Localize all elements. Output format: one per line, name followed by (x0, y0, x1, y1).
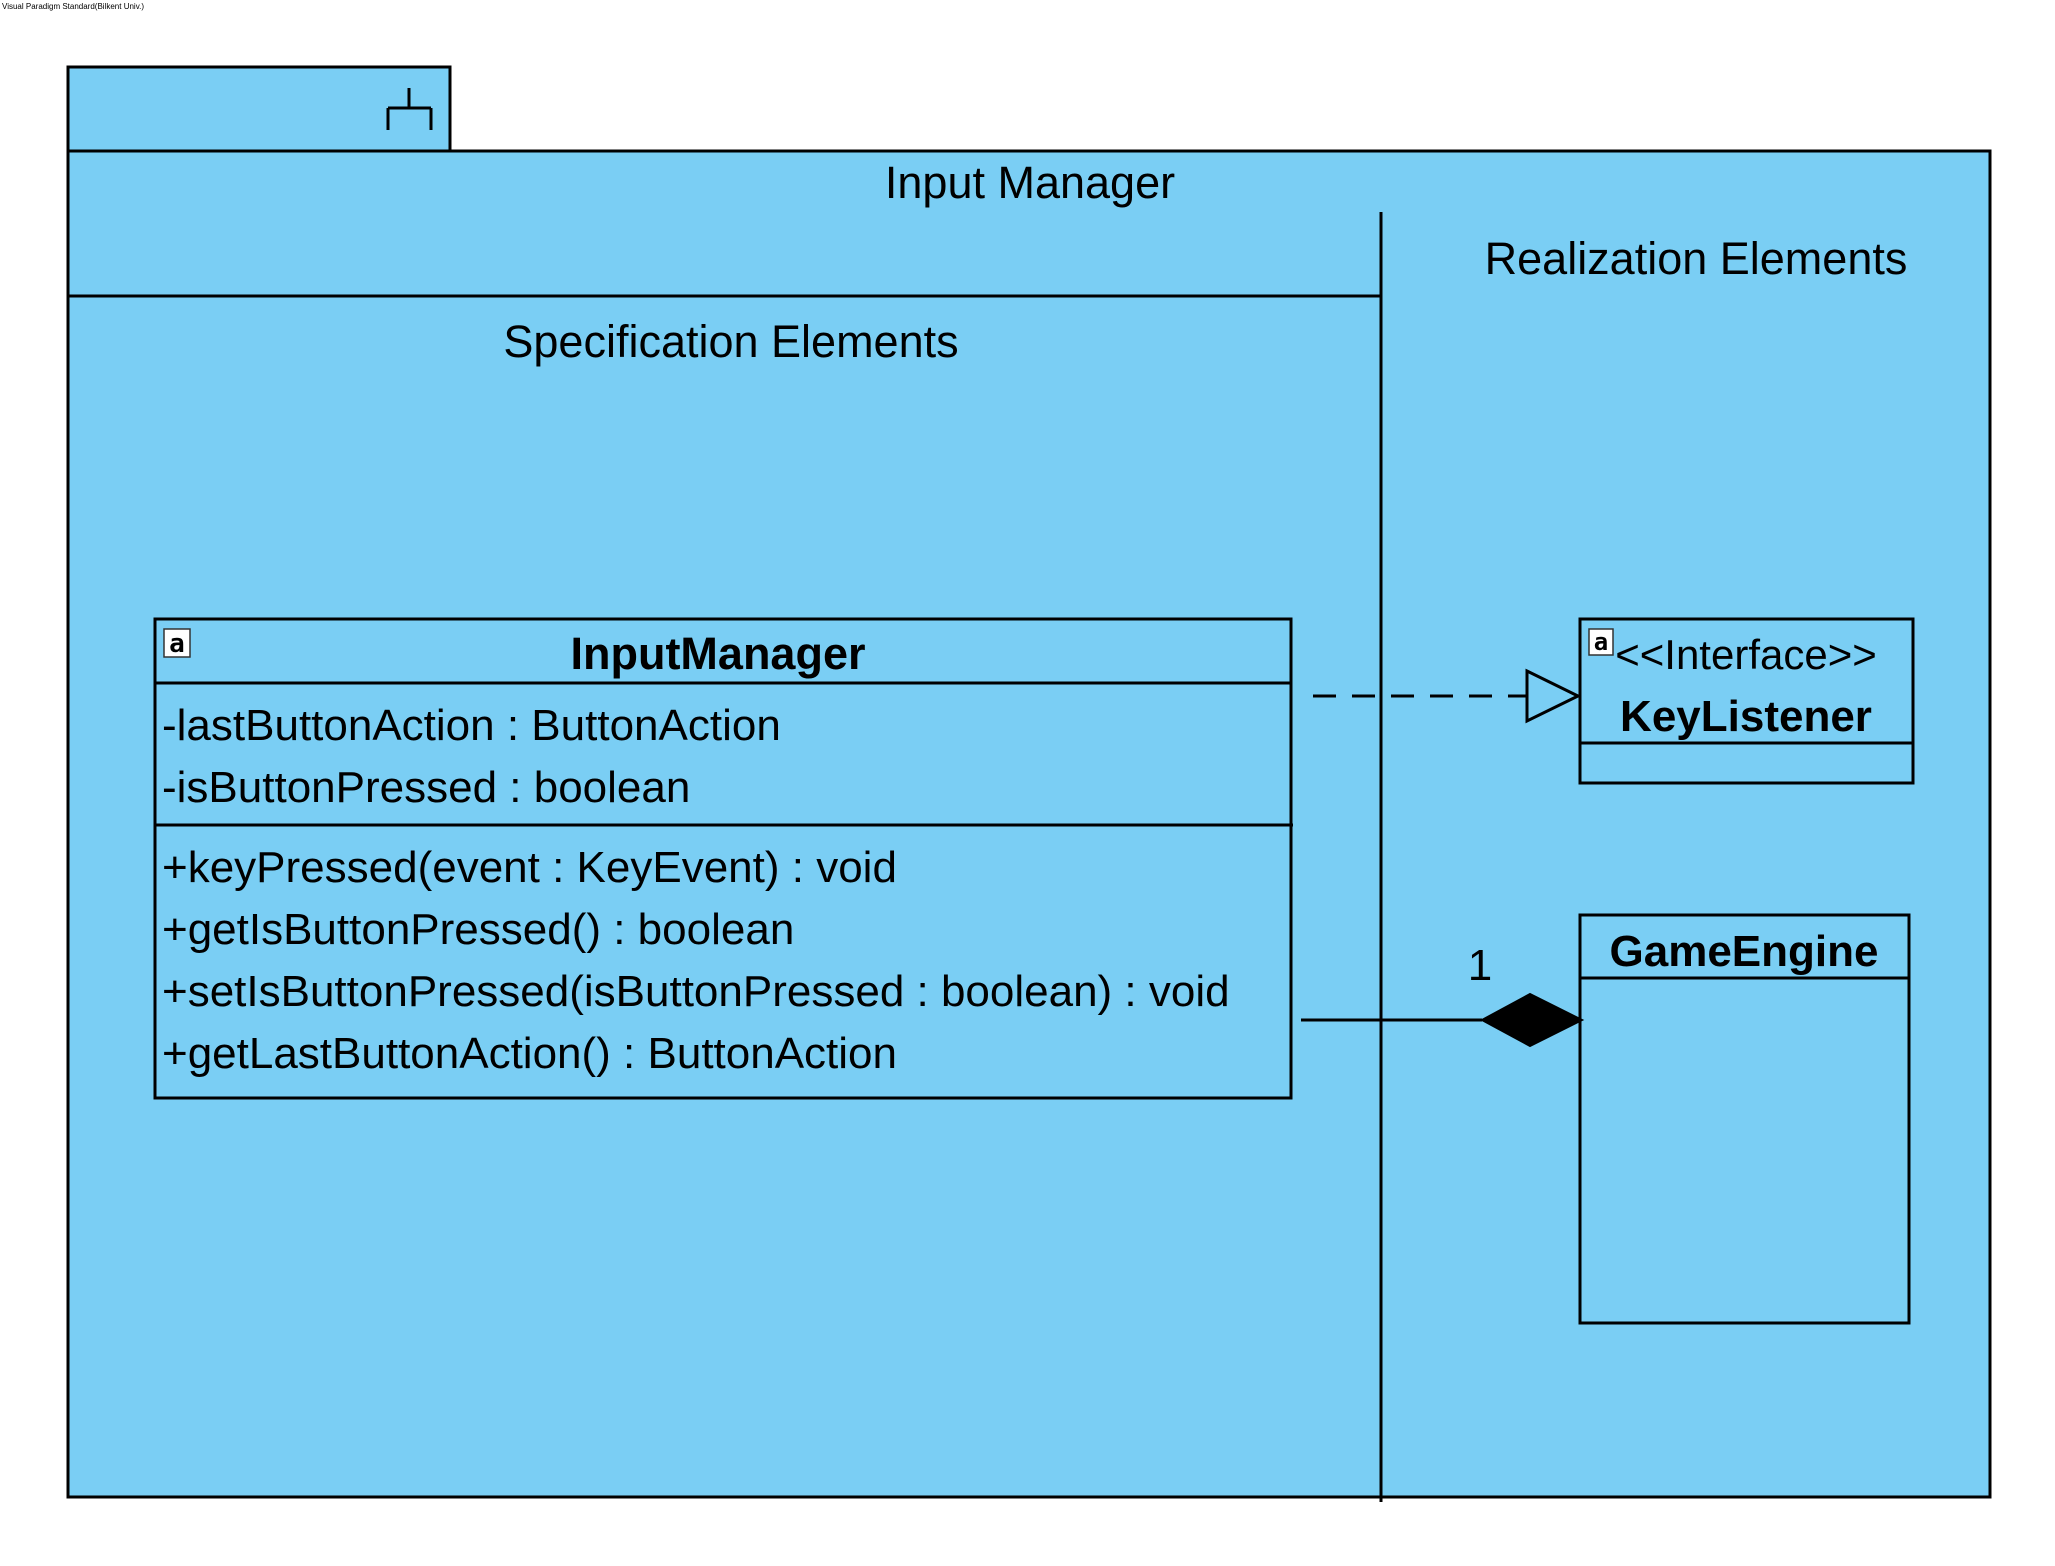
class-game-engine[interactable]: GameEngine (1578, 913, 1911, 1325)
realization-elements-label: Realization Elements (1485, 233, 1908, 284)
hollow-triangle-arrowhead-icon (1525, 668, 1582, 724)
multiplicity-label: 1 (1468, 941, 1492, 990)
class-name: InputManager (570, 628, 865, 679)
attribute-last-button-action: -lastButtonAction : ButtonAction (162, 701, 781, 750)
specification-elements-label: Specification Elements (503, 316, 958, 367)
class-name: GameEngine (1610, 927, 1879, 976)
svg-text:a: a (169, 629, 185, 659)
class-box (1578, 913, 1911, 1325)
operation-key-pressed: +keyPressed(event : KeyEvent) : void (162, 843, 897, 892)
watermark: Visual Paradigm Standard(Bilkent Univ.) (2, 2, 144, 11)
abstract-class-icon: a (163, 628, 191, 659)
component-tab (66, 65, 452, 153)
operation-get-is-button-pressed: +getIsButtonPressed() : boolean (162, 905, 794, 954)
operation-get-last-button-action: +getLastButtonAction() : ButtonAction (162, 1029, 897, 1078)
attribute-is-button-pressed: -isButtonPressed : boolean (162, 763, 690, 812)
interface-name: KeyListener (1620, 692, 1872, 741)
operation-set-is-button-pressed: +setIsButtonPressed(isButtonPressed : bo… (162, 967, 1230, 1016)
component-name: Input Manager (885, 157, 1175, 208)
realization-connector[interactable] (1313, 668, 1582, 724)
abstract-class-icon: a (1588, 628, 1614, 656)
filled-diamond-icon (1479, 992, 1585, 1048)
class-input-manager[interactable]: a InputManager -lastButtonAction : Butto… (153, 617, 1293, 1100)
fork-icon (386, 88, 433, 130)
class-box (153, 617, 1293, 1100)
interface-stereotype: <<Interface>> (1615, 631, 1877, 678)
interface-box (1578, 617, 1915, 785)
svg-text:a: a (1594, 628, 1608, 656)
interface-key-listener[interactable]: a <<Interface>> KeyListener (1578, 617, 1915, 785)
composition-connector[interactable]: 1 (1301, 941, 1585, 1048)
